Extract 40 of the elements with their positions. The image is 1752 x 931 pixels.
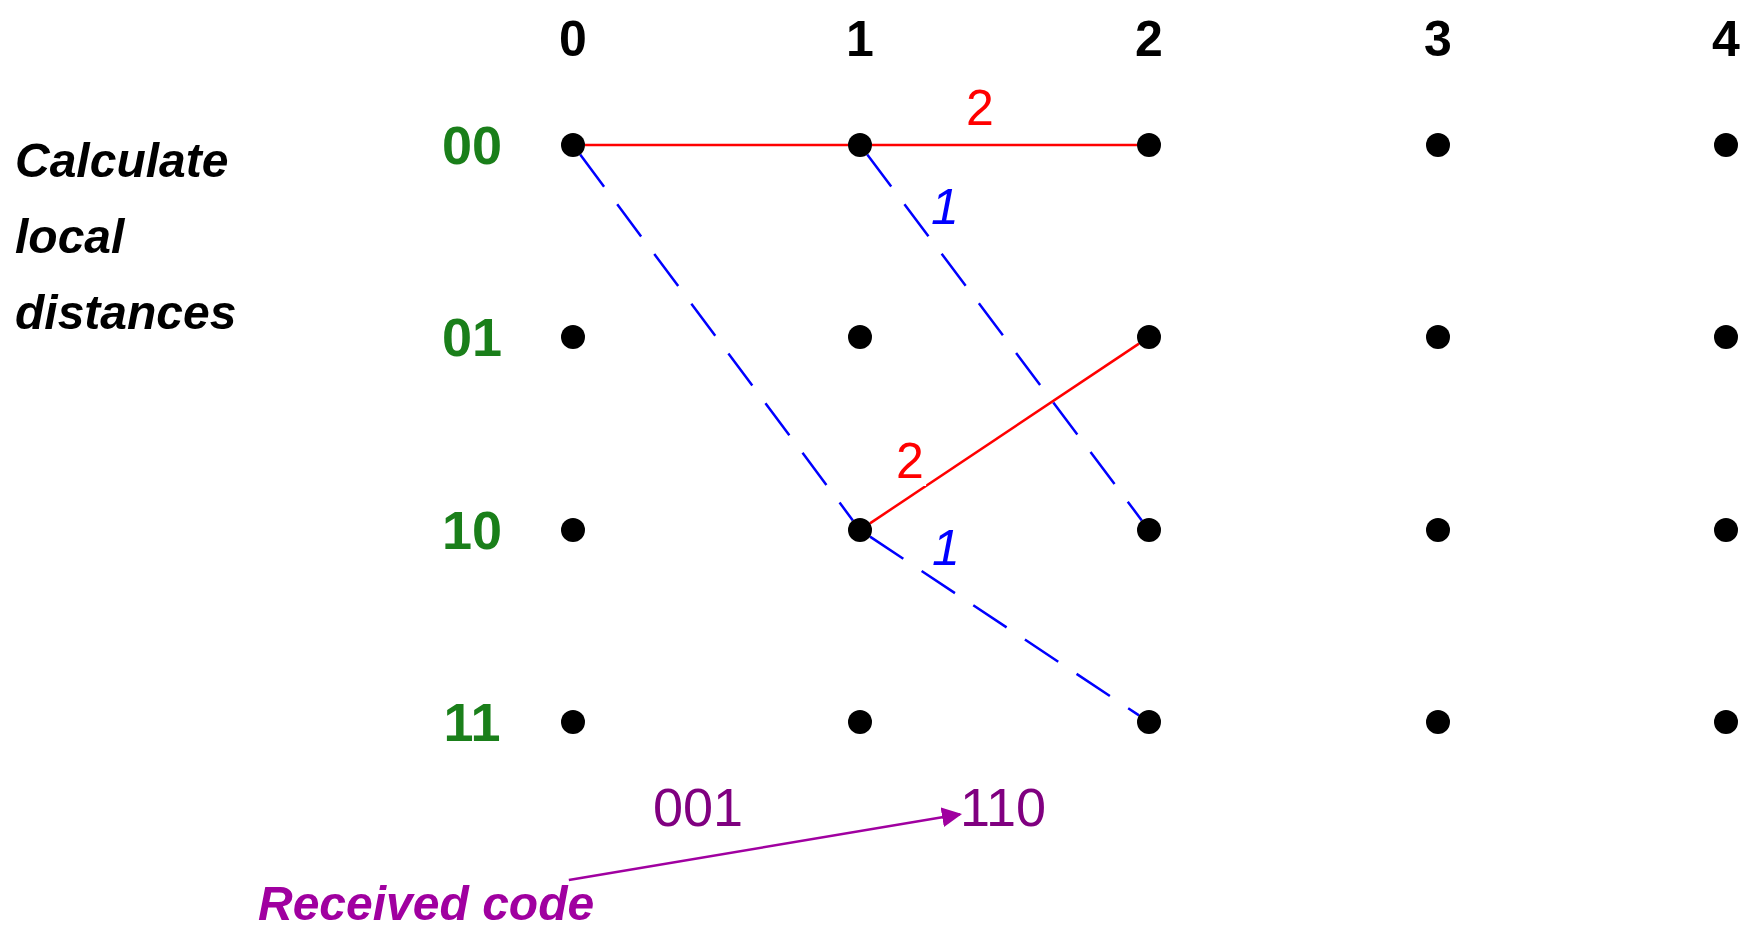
trellis-dot <box>848 325 872 349</box>
column-number: 2 <box>1135 14 1163 64</box>
callout-text: Received code <box>258 880 595 928</box>
column-number: 0 <box>559 14 587 64</box>
column-number: 4 <box>1712 14 1740 64</box>
received-bits: 001 <box>652 780 744 834</box>
trellis-dot <box>1137 710 1161 734</box>
trellis-dot <box>1137 133 1161 157</box>
branch-line <box>869 342 1140 525</box>
trellis-dot <box>561 133 585 157</box>
branch-line <box>872 143 1137 147</box>
state-label: 01 <box>441 310 503 364</box>
dashed-branch <box>869 535 1140 717</box>
trellis-dot <box>1426 710 1450 734</box>
trellis-dot <box>1714 518 1738 542</box>
trellis-dot <box>1426 133 1450 157</box>
column-number: 3 <box>1424 14 1452 64</box>
dashed-branch <box>866 153 1143 522</box>
state-label: 00 <box>441 118 503 172</box>
trellis-dot <box>848 518 872 542</box>
trellis-dot <box>561 710 585 734</box>
received-bits: 110 <box>960 780 1047 834</box>
trellis-dot <box>1137 325 1161 349</box>
trellis-dot <box>1714 325 1738 349</box>
trellis-dot <box>1426 518 1450 542</box>
state-label: 11 <box>443 695 501 749</box>
column-number: 1 <box>846 14 874 64</box>
trellis-dot <box>1714 133 1738 157</box>
trellis-dot <box>561 518 585 542</box>
trellis-dot <box>561 325 585 349</box>
trellis-dot <box>1426 325 1450 349</box>
step-note: Calculate local distances <box>15 133 238 341</box>
leader-line <box>568 807 962 882</box>
trellis-dot <box>1137 518 1161 542</box>
branch-line <box>585 143 848 147</box>
trellis-dot <box>848 710 872 734</box>
trellis-dot <box>1714 710 1738 734</box>
state-label: 10 <box>441 503 503 557</box>
dashed-branch <box>579 153 854 522</box>
trellis-dot <box>848 133 872 157</box>
